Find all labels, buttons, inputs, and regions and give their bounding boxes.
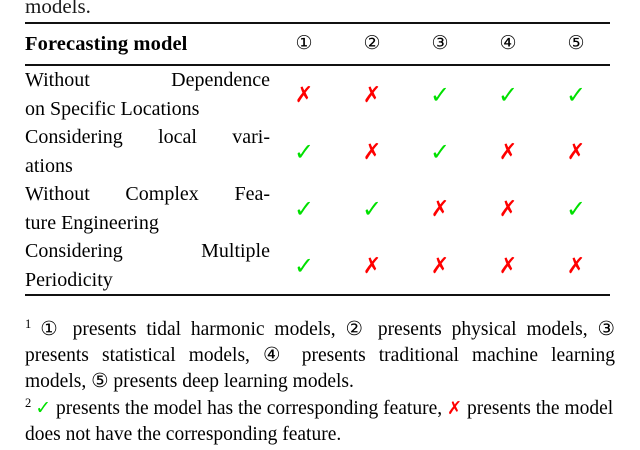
header-model-4: ④ [499,33,517,54]
footnote-2-text-part2: presents the model does not have the cor… [25,398,614,445]
row-label-line: on Specific Locations [25,97,200,120]
table-bottom-rule [25,294,610,296]
row-label-line: ations [25,154,73,177]
footnote-1-marker: 1 [25,316,32,331]
table-row: Without Dependence on Specific Locations… [25,66,610,123]
cross-icon: ✗ [498,253,518,279]
row-label-line: Periodicity [25,268,113,291]
check-icon: ✓ [293,137,315,166]
row-label-line: Considering Multiple [25,240,270,262]
header-forecasting-model: Forecasting model [25,33,188,55]
row-label-line: ture Engineering [25,211,159,234]
footnote-2-marker: 2 [25,395,32,410]
check-icon: ✓ [429,137,451,166]
row-label-without-dependence: Without Dependence on Specific Locations [25,66,270,123]
table-header: Forecasting model ① ② ③ ④ ⑤ [25,24,610,64]
cell-r1-m4: ✓ [474,66,542,123]
footnote-1-text: ① presents tidal harmonic models, ② pres… [25,319,615,392]
table-row: Without Complex Fea- ture Engineering ✓ … [25,180,610,237]
cross-icon: ✗ [430,253,450,279]
cell-r1-m2: ✗ [338,66,406,123]
cell-r4-m2: ✗ [338,237,406,294]
cross-icon: ✗ [362,139,382,165]
header-model-2: ② [363,33,381,54]
cell-r4-m4: ✗ [474,237,542,294]
cell-r2-m5: ✗ [542,123,610,180]
preceding-paragraph-text: models. [25,0,91,18]
cell-r1-m3: ✓ [406,66,474,123]
cell-r4-m5: ✗ [542,237,610,294]
comparison-table-container: Forecasting model ① ② ③ ④ ⑤ Without Depe… [25,22,610,296]
cross-icon: ✗ [294,82,314,108]
cell-r3-m1: ✓ [270,180,338,237]
check-icon: ✓ [429,80,451,109]
cell-r1-m1: ✗ [270,66,338,123]
row-label-line: Considering local vari- [25,126,270,148]
table-row: Considering Multiple Periodicity ✓ ✗ ✗ ✗… [25,237,610,294]
cell-r3-m3: ✗ [406,180,474,237]
cross-icon: ✗ [566,253,586,279]
check-icon: ✓ [361,194,383,223]
header-model-5: ⑤ [567,33,585,54]
cross-icon: ✗ [362,82,382,108]
cross-icon: ✗ [566,139,586,165]
check-icon: ✓ [293,251,315,280]
header-row: Forecasting model ① ② ③ ④ ⑤ [25,24,610,64]
comparison-table-body: Without Dependence on Specific Locations… [25,66,610,294]
footnote-2: 2✓ presents the model has the correspond… [25,395,615,448]
check-icon: ✓ [497,80,519,109]
row-label-without-complex-feature-engineering: Without Complex Fea- ture Engineering [25,180,270,237]
row-label-considering-local-variations: Considering local vari- ations [25,123,270,180]
cell-r3-m2: ✓ [338,180,406,237]
table-row: Considering local vari- ations ✓ ✗ ✓ ✗ ✗ [25,123,610,180]
cross-icon: ✗ [498,139,518,165]
header-model-3: ③ [431,33,449,54]
row-label-line: Without Dependence [25,69,270,91]
check-icon: ✓ [35,397,52,419]
header-model-1: ① [295,33,313,54]
footnote-2-text-part1: presents the model has the corresponding… [56,398,443,419]
cell-r4-m1: ✓ [270,237,338,294]
cell-r3-m5: ✓ [542,180,610,237]
cross-icon: ✗ [447,398,463,419]
table-header-rule [25,64,610,66]
cell-r2-m2: ✗ [338,123,406,180]
forecasting-model-comparison-table: Forecasting model ① ② ③ ④ ⑤ [25,24,610,64]
cell-r2-m1: ✓ [270,123,338,180]
cross-icon: ✗ [362,253,382,279]
cell-r1-m5: ✓ [542,66,610,123]
check-icon: ✓ [565,80,587,109]
cross-icon: ✗ [430,196,450,222]
table-top-rule [25,22,610,24]
cell-r3-m4: ✗ [474,180,542,237]
check-icon: ✓ [565,194,587,223]
cell-r2-m4: ✗ [474,123,542,180]
row-label-line: Without Complex Fea- [25,183,270,205]
cell-r4-m3: ✗ [406,237,474,294]
cell-r2-m3: ✓ [406,123,474,180]
row-label-considering-multiple-periodicity: Considering Multiple Periodicity [25,237,270,294]
check-icon: ✓ [293,194,315,223]
cross-icon: ✗ [498,196,518,222]
